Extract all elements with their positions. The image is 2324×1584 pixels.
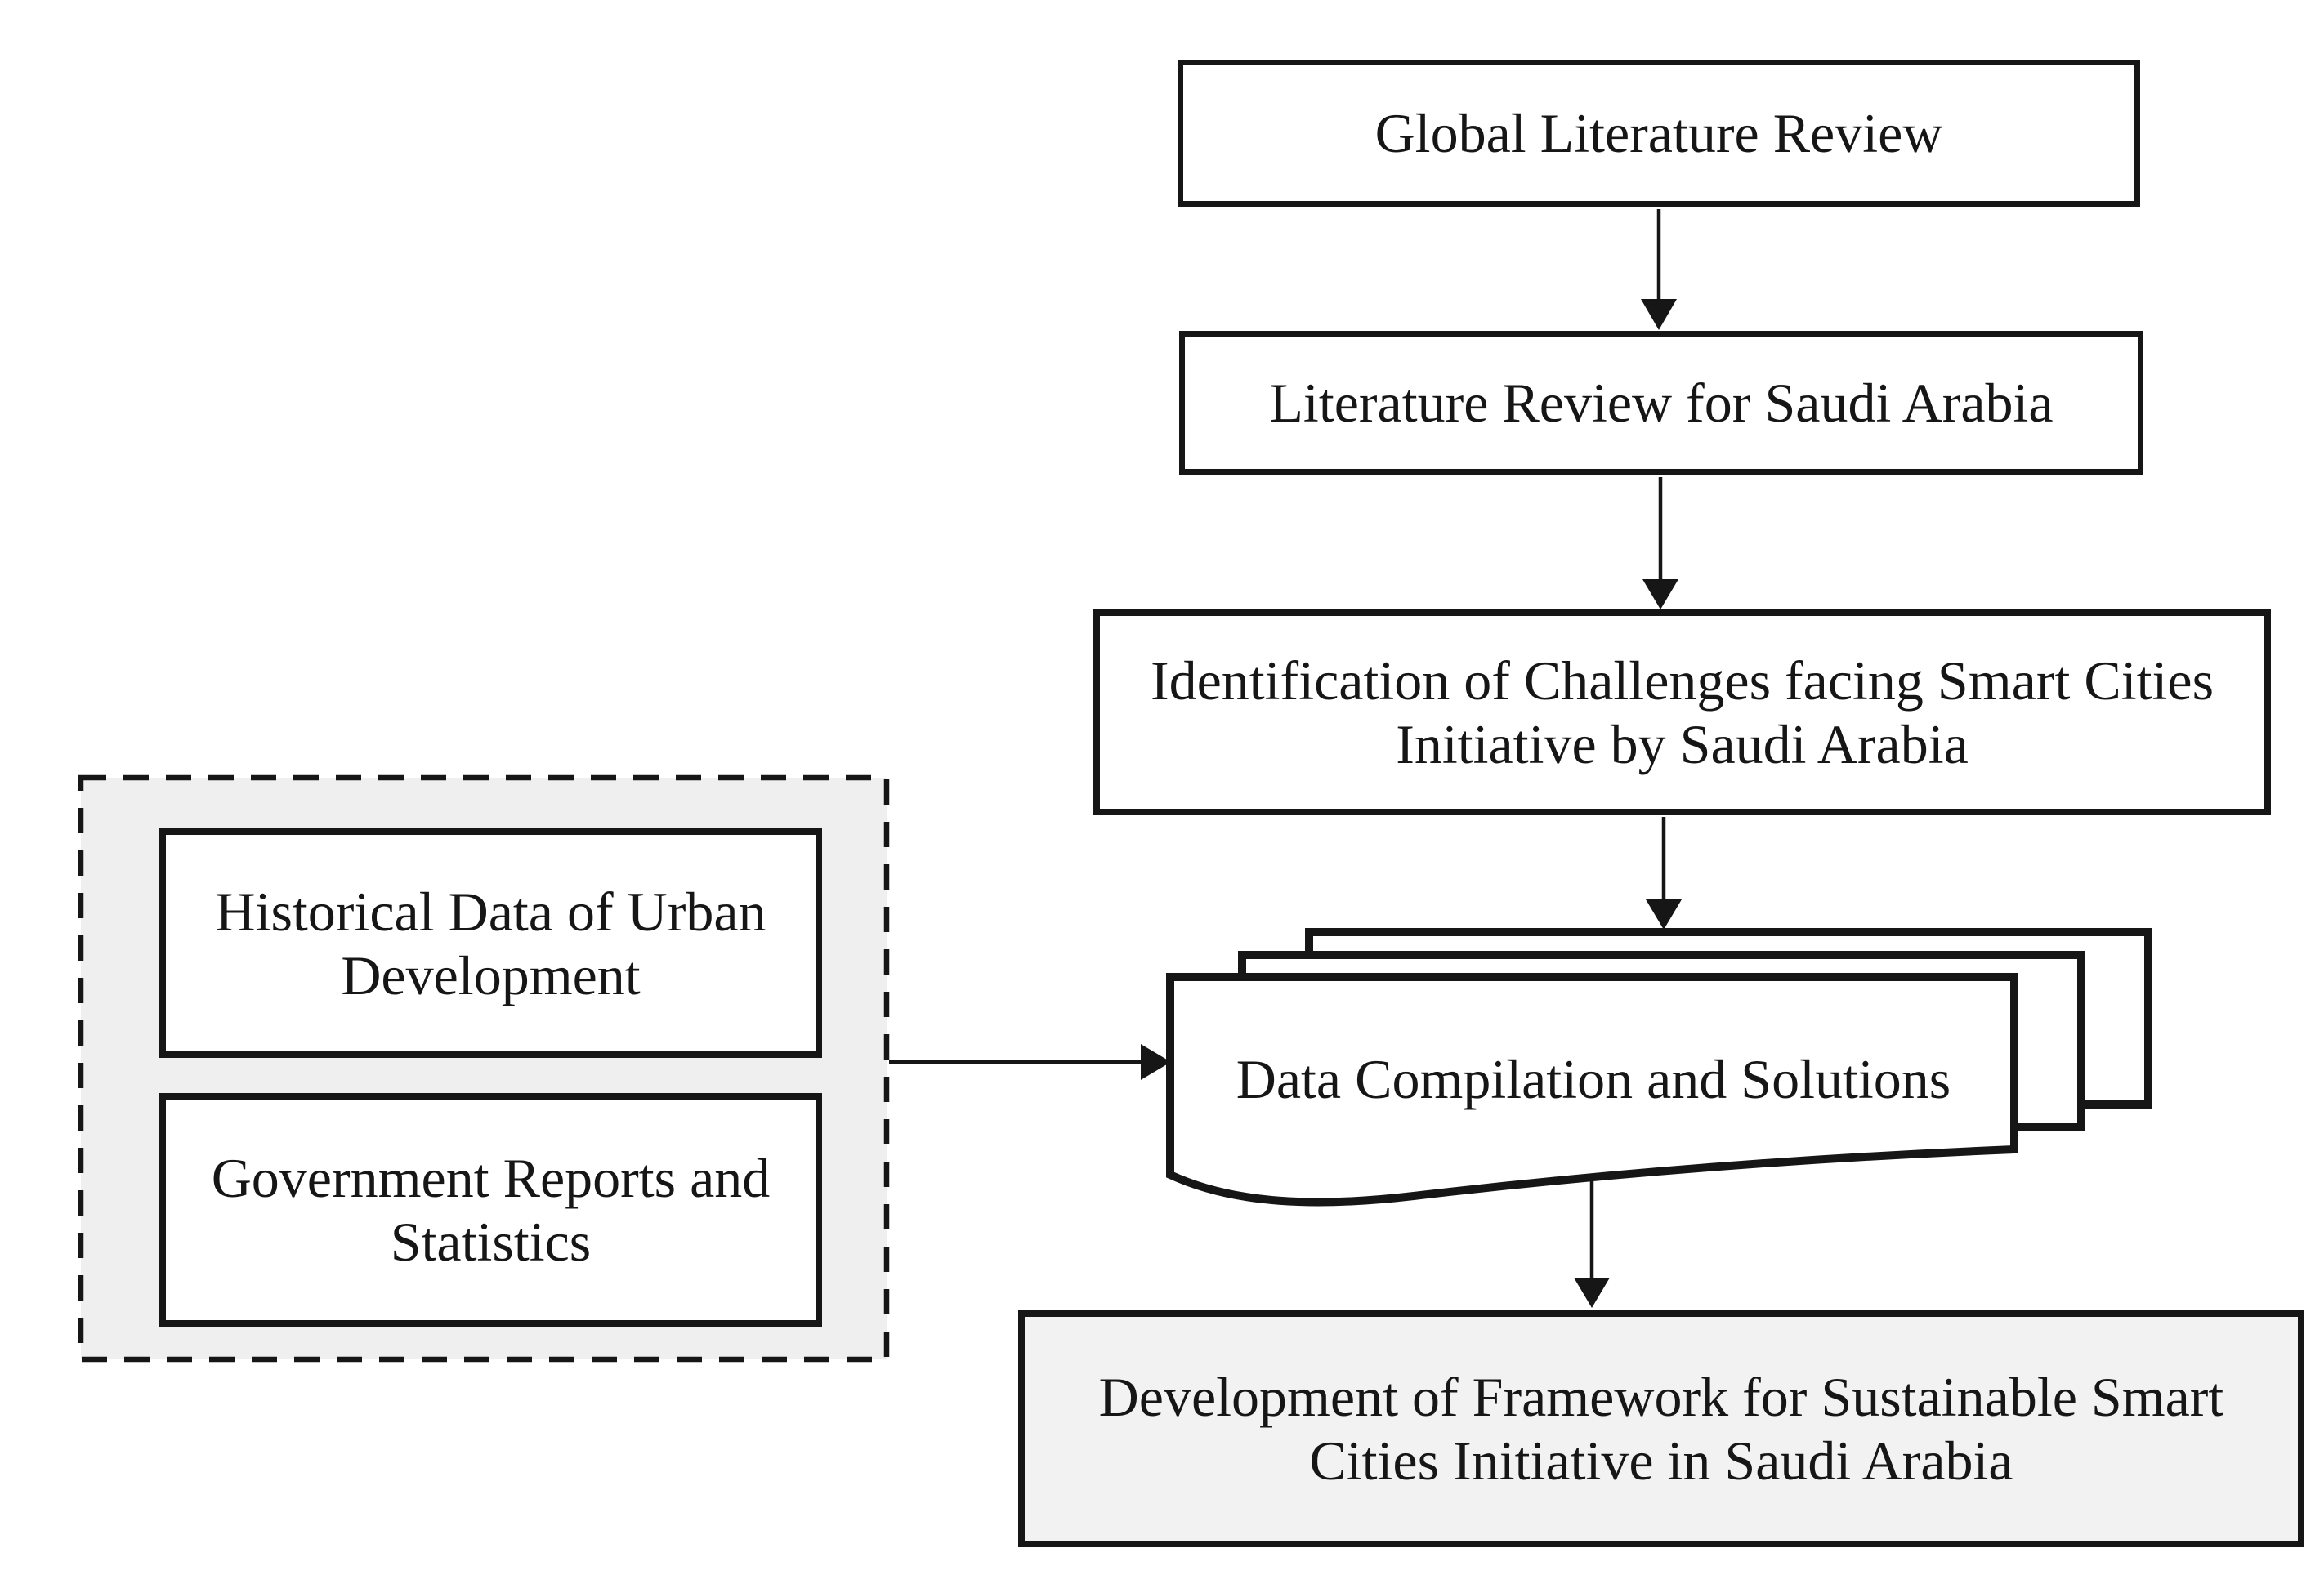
node-label-line-1: Development of Framework for Sustainable… <box>1098 1366 2224 1428</box>
node-historical-data: Historical Data of Urban Development <box>159 828 822 1058</box>
node-global-literature-review: Global Literature Review <box>1178 60 2140 207</box>
arrow-compilation-to-framework-head <box>1574 1278 1610 1308</box>
node-label-line-1: Historical Data of Urban <box>215 880 766 943</box>
arrow-saudi-to-challenges-head <box>1642 579 1678 609</box>
arrow-sources-to-compilation-head <box>1141 1044 1171 1080</box>
node-identification-of-challenges: Identification of Challenges facing Smar… <box>1093 609 2271 815</box>
arrow-global-to-saudi-head <box>1641 299 1677 330</box>
document-front-page <box>1166 973 2018 1207</box>
node-literature-review-saudi-arabia: Literature Review for Saudi Arabia <box>1179 331 2143 475</box>
node-label: Data Compilation and Solutions <box>1236 1048 1951 1110</box>
node-label-line-1: Identification of Challenges facing Smar… <box>1150 649 2215 712</box>
node-label-line-2: Initiative by Saudi Arabia <box>1396 713 1969 775</box>
arrow-challenges-to-compilation-head <box>1646 899 1682 930</box>
node-framework-development: Development of Framework for Sustainable… <box>1018 1310 2304 1547</box>
node-label-line-1: Government Reports and <box>211 1147 771 1209</box>
node-data-compilation-label: Data Compilation and Solutions <box>1177 997 2010 1161</box>
node-label-line-2: Cities Initiative in Saudi Arabia <box>1309 1430 2013 1492</box>
node-label: Literature Review for Saudi Arabia <box>1269 372 2054 434</box>
node-label-line-2: Development <box>341 944 641 1006</box>
node-label-line-2: Statistics <box>390 1211 592 1273</box>
node-label: Global Literature Review <box>1374 102 1943 164</box>
node-government-reports: Government Reports and Statistics <box>159 1093 822 1327</box>
